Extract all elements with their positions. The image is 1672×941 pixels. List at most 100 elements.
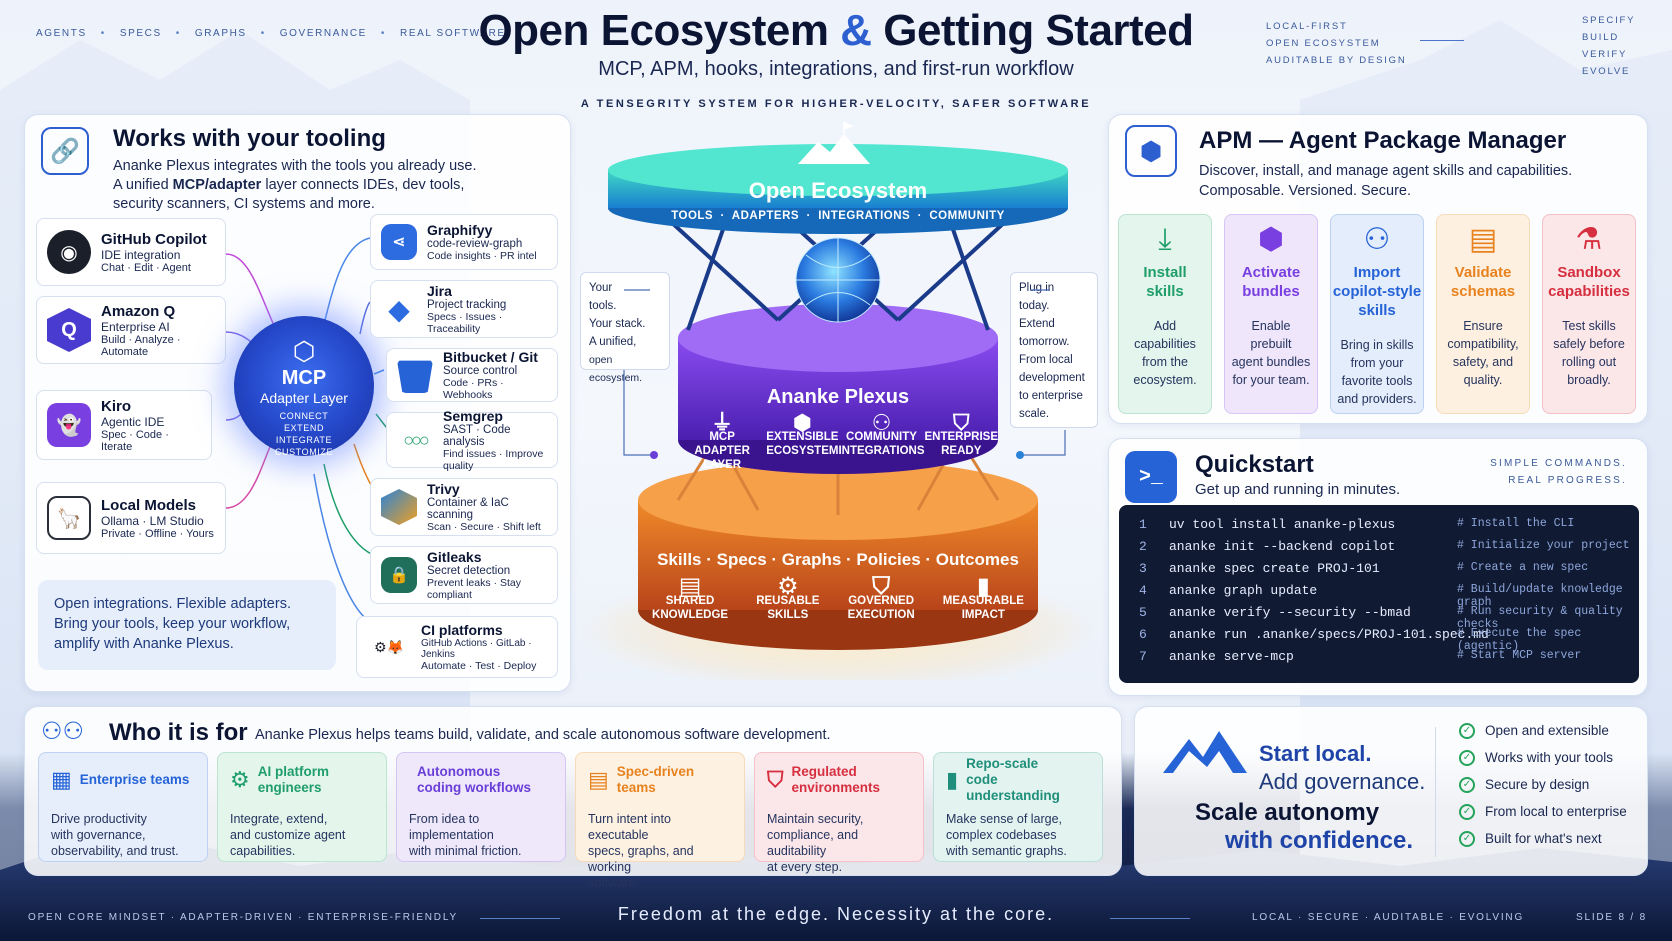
callout-line: open ecosystem. (589, 354, 643, 384)
jira-icon: ◆ (388, 293, 410, 325)
start-panel: Start local. Add governance. Scale auton… (1134, 706, 1648, 876)
nav-real-software[interactable]: REAL SOFTWARE (400, 28, 506, 39)
callout-line: tomorrow. (1019, 336, 1070, 348)
nav-graphs[interactable]: GRAPHS (194, 28, 247, 39)
tool-features: Chat · Edit · Agent (101, 261, 191, 274)
command-comment: # Create a new spec (1457, 561, 1589, 574)
quickstart-tag: SIMPLE COMMANDS. REAL PROGRESS. (1490, 455, 1627, 489)
mcp-verb: INTEGRATE (275, 435, 333, 445)
callout-connectors (623, 289, 1066, 459)
command[interactable]: ananke spec create PROJ-101 (1169, 561, 1380, 576)
command[interactable]: ananke verify --security --bmad (1169, 605, 1411, 620)
who-desc: Ananke Plexus helps teams build, validat… (255, 727, 831, 743)
check-icon: ✓ (1459, 830, 1475, 847)
command[interactable]: ananke serve-mcp (1169, 649, 1294, 664)
nav-specs[interactable]: SPECS (119, 28, 162, 39)
audience-desc-line: at every step. (767, 860, 843, 874)
nav-governance[interactable]: GOVERNANCE (279, 28, 367, 39)
command-comment: # Run security & quality checks (1457, 605, 1623, 631)
audience-desc-line: and customize agent (230, 828, 346, 842)
book-icon: ▤ (678, 573, 702, 600)
cube-icon: ⬡ (292, 336, 316, 366)
callout-line: A unified, (589, 336, 637, 348)
start-line-1: Start local. (1259, 741, 1372, 766)
package-icon: ⬢ (1257, 223, 1285, 256)
tool-features: Spec · Code · Iterate (101, 428, 169, 453)
divider (1435, 727, 1436, 857)
top-item: INTEGRATIONS (818, 210, 911, 222)
base-item-l1: SHARED (665, 595, 715, 607)
command[interactable]: ananke run .ananke/specs/PROJ-101.spec.m… (1169, 627, 1489, 642)
check-item: ✓Secure by design (1459, 771, 1627, 798)
tool-name: Bitbucket / Git (443, 349, 538, 365)
start-line-3: Scale autonomy (1195, 799, 1380, 826)
nav-agents[interactable]: AGENTS (36, 28, 87, 39)
quickstart-title: Quickstart (1195, 451, 1314, 478)
tag-local-first: LOCAL-FIRST (1266, 21, 1348, 32)
command[interactable]: ananke graph update (1169, 583, 1318, 598)
callout-right: Plug in today. Extend tomorrow. From loc… (1010, 272, 1098, 428)
check-item: ✓ Built for what's next (1459, 825, 1627, 852)
quickstart-tag-1: SIMPLE COMMANDS. (1490, 458, 1627, 469)
audience-desc-line: complex codebases (946, 828, 1057, 842)
tool-desc: code-review-graph (427, 238, 523, 250)
top-item: COMMUNITY (929, 210, 1005, 222)
download-icon: ⤓ (1158, 223, 1172, 256)
page-subtitle: MCP, APM, hooks, integrations, and first… (598, 58, 1074, 80)
mcp-adapter-layer[interactable]: ⬡ MCP Adapter Layer CONNECT EXTEND INTEG… (234, 316, 374, 457)
audience-title-line: code understanding (966, 772, 1060, 803)
quickstart-tag-2: REAL PROGRESS. (1508, 475, 1627, 486)
apm-card-desc-line: Test skills (1562, 319, 1616, 333)
callout-line: tools. (589, 300, 617, 312)
apm-card-title-line: Import (1353, 264, 1401, 281)
base-item-l2: EXECUTION (847, 609, 915, 621)
tooling-desc-2b: MCP/adapter (172, 177, 262, 193)
audience-desc: Maintain security,compliance, and audita… (767, 811, 911, 875)
check-label: Built for what's next (1485, 831, 1602, 846)
command[interactable]: ananke init --backend copilot (1169, 539, 1396, 554)
document-icon: ▤ (588, 767, 609, 792)
apm-card-title-line: skills (1358, 302, 1396, 319)
audience-title: Enterprise teams (80, 772, 190, 788)
command-comment: # Build/update knowledge graph (1457, 583, 1623, 609)
audience-desc-line: software. (588, 876, 639, 890)
audience-title-line: Repo-scale (966, 756, 1039, 771)
check-icon: ✓ (1459, 749, 1475, 766)
slide-number: SLIDE 8 / 8 (1576, 912, 1647, 923)
apm-card-title-line: Validate (1454, 264, 1512, 281)
command[interactable]: uv tool install ananke-plexus (1169, 517, 1396, 532)
apm-card-desc-line: safely before (1553, 337, 1625, 351)
tooling-desc-2c: layer connects IDEs, dev tools, (261, 177, 465, 193)
